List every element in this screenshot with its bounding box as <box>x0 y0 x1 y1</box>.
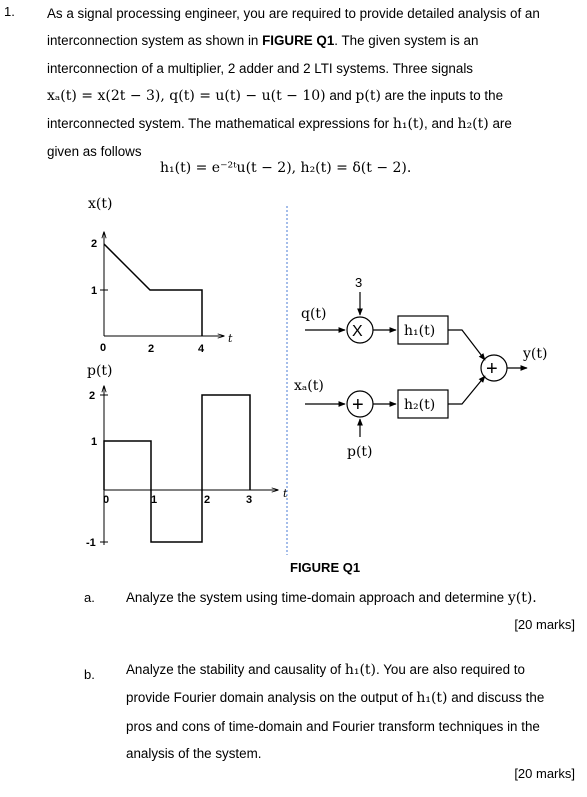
xt-ytick-2: 2 <box>91 238 97 250</box>
part-b-line-3: pros and cons of time-domain and Fourier… <box>126 718 540 734</box>
xt-signal <box>103 243 203 336</box>
intro-line-3: interconnection of a multiplier, 2 adder… <box>47 60 473 76</box>
intro-line-4-mid: and <box>325 87 356 103</box>
h2-block-label: h₂(t) <box>404 397 435 413</box>
pt-xtick-3: 3 <box>246 494 252 506</box>
figure-reference: FIGURE Q1 <box>262 33 335 49</box>
pt-ytick-1: 1 <box>91 436 97 448</box>
xt-ylabel: x(t) <box>88 196 112 212</box>
part-b-marks: [20 marks] <box>514 766 575 781</box>
xt-xtick-4: 4 <box>198 343 205 355</box>
part-b-line-2-tail: and discuss the <box>447 690 545 706</box>
part-b-line-2-head: provide Fourier domain analysis on the o… <box>126 690 417 706</box>
part-b-line-1-head: Analyze the stability and causality of <box>126 662 345 677</box>
part-b-line-4: analysis of the system. <box>126 745 262 761</box>
part-a-label: a. <box>84 590 95 605</box>
intro-line-5-and: , and <box>424 116 458 132</box>
pt-ytick-2: 2 <box>89 390 95 402</box>
intro-line-6: given as follows <box>47 144 142 160</box>
part-b-line-1-math: h₁(t) <box>344 662 377 678</box>
part-b-line-1-tail: . You are also required to <box>376 662 525 677</box>
xt-xlabel: t <box>228 332 233 345</box>
xt-origin: 0 <box>100 342 106 354</box>
intro-line-2-tail: . The given system is an <box>334 33 479 49</box>
part-b-text: Analyze the stability and causality of h… <box>126 656 575 767</box>
part-a-marks: [20 marks] <box>514 617 575 632</box>
part-b-line-2: provide Fourier domain analysis on the o… <box>126 684 575 712</box>
intro-line-4-tail: are the inputs to the <box>380 87 504 103</box>
h1-block-label: h₁(t) <box>404 323 435 339</box>
pt-xtick-0: 0 <box>103 494 109 506</box>
intro-line-5-head: interconnected system. The mathematical … <box>47 116 393 132</box>
intro-line-2-head: interconnection system as shown in <box>47 33 263 49</box>
out-adder-symbol: + <box>486 358 498 380</box>
h2-symbol: h₂(t) <box>457 116 489 133</box>
question-intro: As a signal processing engineer, you are… <box>47 0 575 166</box>
adder-symbol: + <box>352 394 364 416</box>
intro-line-1: As a signal processing engineer, you are… <box>47 6 540 21</box>
intro-line-5-tail: are <box>488 116 512 132</box>
intro-line-5: interconnected system. The mathematical … <box>47 110 575 138</box>
signal-p: p(t) <box>355 87 381 104</box>
figure-caption: FIGURE Q1 <box>290 560 361 575</box>
h1-to-out-arrow <box>448 329 486 361</box>
y-label: y(t) <box>522 346 547 362</box>
part-a-text: Analyze the system using time-domain app… <box>126 584 575 612</box>
impulse-response-equation: h₁(t) = e⁻²ᵗu(t − 2), h₂(t) = δ(t − 2). <box>160 160 412 176</box>
q-label: q(t) <box>301 306 327 322</box>
signal-definitions: xₐ(t) = x(2t − 3), q(t) = u(t) − u(t − 1… <box>47 87 326 104</box>
part-b-line-1: Analyze the stability and causality of h… <box>126 656 575 684</box>
pt-xtick-2: 2 <box>204 494 210 506</box>
pt-xlabel: t <box>283 487 288 500</box>
multiply-symbol: X <box>352 323 363 340</box>
part-b-label: b. <box>84 667 95 682</box>
pt-xtick-1: 1 <box>151 494 157 506</box>
question-number: 1. <box>4 4 15 19</box>
h2-to-out-arrow <box>448 375 486 405</box>
part-b-line-2-math: h₁(t) <box>416 690 448 707</box>
block-diagram: q(t) 3 X h₁(t) xₐ(t) + p(t) h₂(t) + y(t) <box>294 275 547 460</box>
xt-xtick-2: 2 <box>148 343 154 355</box>
intro-line-4: xₐ(t) = x(2t − 3), q(t) = u(t) − u(t − 1… <box>47 82 575 110</box>
const-label: 3 <box>355 275 362 290</box>
xt-ytick-1: 1 <box>91 285 97 297</box>
pt-ytick-m1: -1 <box>86 537 96 549</box>
pt-plot: p(t) 2 1 -1 0 1 2 3 t <box>86 363 288 549</box>
h1-symbol: h₁(t) <box>392 116 425 133</box>
intro-line-2: interconnection system as shown in FIGUR… <box>47 27 575 54</box>
part-a-body: Analyze the system using time-domain app… <box>126 590 508 605</box>
p-label: p(t) <box>347 444 373 460</box>
pt-ylabel: p(t) <box>87 363 113 379</box>
xt-plot: x(t) 2 1 0 2 4 t <box>88 196 233 355</box>
pt-signal <box>103 394 251 543</box>
part-a-math: y(t). <box>507 590 537 606</box>
xa-label: xₐ(t) <box>294 378 324 394</box>
